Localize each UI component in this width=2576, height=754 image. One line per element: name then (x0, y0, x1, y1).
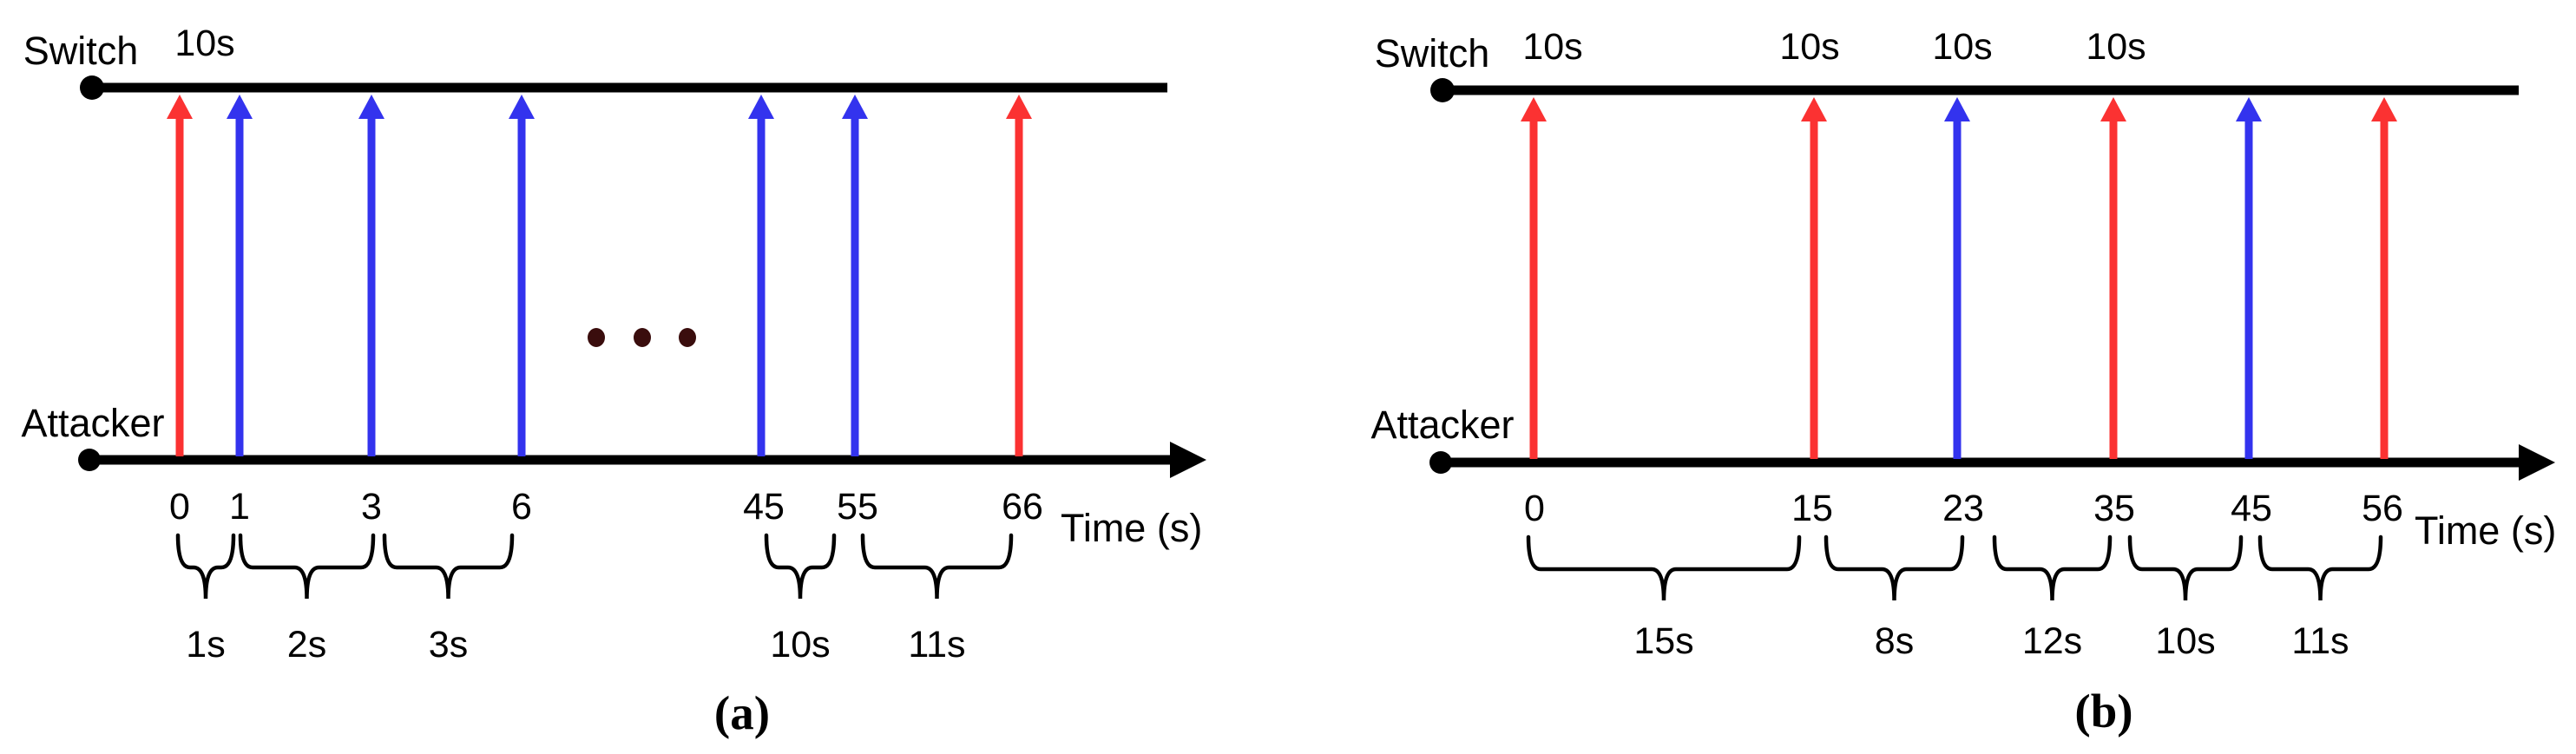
ellipsis-dot (679, 328, 696, 347)
packet-arrow-t0-red (1521, 97, 1547, 459)
interval-brace (238, 533, 376, 600)
packet-arrow-t55-blue (842, 95, 868, 456)
interval-label: 8s (1875, 620, 1914, 662)
switch-window-label: 10s (2086, 26, 2146, 68)
packet-arrow-head (748, 95, 774, 119)
packet-arrow-head (1944, 97, 1970, 121)
packet-arrow-t3-blue (358, 95, 384, 456)
interval-brace (2257, 534, 2383, 601)
attacker-timeline-start-dot (78, 449, 101, 471)
panel-caption: (a) (714, 686, 770, 739)
interval-brace (1526, 534, 1802, 601)
tick-label: 45 (743, 486, 785, 528)
tick-label: 6 (511, 486, 532, 528)
packet-arrow-head (2236, 97, 2262, 121)
attacker-label: Attacker (21, 401, 164, 445)
packet-arrow-t45-blue (748, 95, 774, 456)
packet-arrow-head (509, 95, 535, 119)
tick-label: 56 (2362, 488, 2403, 529)
attacker-timeline-arrowhead (1170, 442, 1206, 478)
tick-label: 3 (361, 486, 382, 528)
interval-brace (1824, 534, 1965, 601)
packet-arrow-head (2371, 97, 2397, 121)
packet-arrow-head (842, 95, 868, 119)
packet-arrow-head (2100, 97, 2126, 121)
packet-arrow-head (167, 95, 193, 119)
interval-brace (1992, 534, 2113, 601)
time-axis-label: Time (s) (2415, 508, 2556, 553)
packet-arrow-t6-blue (509, 95, 535, 456)
packet-arrow-head (1006, 95, 1032, 119)
interval-brace (175, 533, 236, 600)
interval-label: 11s (2291, 620, 2349, 662)
packet-arrow-head (1801, 97, 1827, 121)
packet-arrow-t45-blue (2236, 97, 2262, 459)
switch-window-label: 10s (1779, 26, 1839, 68)
packet-arrow-t15-red (1801, 97, 1827, 459)
interval-brace (382, 533, 515, 600)
switch-window-label: 10s (1522, 26, 1582, 68)
tick-label: 55 (837, 486, 878, 528)
interval-brace (764, 533, 837, 600)
attacker-timeline-start-dot (1429, 451, 1452, 474)
packet-arrow-head (1521, 97, 1547, 121)
packet-arrow-t0-red (167, 95, 193, 456)
switch-window-label: 10s (1932, 26, 1992, 68)
interval-label: 12s (2022, 620, 2082, 662)
interval-label: 15s (1633, 620, 1693, 662)
switch-timeline-start-dot (1430, 78, 1455, 102)
packet-arrow-t56-red (2371, 97, 2397, 459)
interval-label: 3s (429, 624, 468, 665)
interval-label: 10s (2155, 620, 2215, 662)
attacker-label: Attacker (1370, 403, 1514, 447)
packet-arrow-t66-red (1006, 95, 1032, 456)
tick-label: 15 (1791, 488, 1833, 529)
interval-brace (2127, 534, 2244, 601)
tick-label: 0 (1524, 488, 1545, 529)
tick-label: 1 (229, 486, 250, 528)
tick-label: 45 (2231, 488, 2272, 529)
tick-label: 0 (169, 486, 190, 528)
panel-caption: (b) (2074, 685, 2132, 738)
ellipsis-dot (588, 328, 605, 347)
switch-label: Switch (23, 29, 139, 73)
switch-label: Switch (1375, 31, 1490, 75)
switch-timeline-start-dot (80, 75, 104, 100)
interval-label: 1s (186, 624, 225, 665)
interval-brace (860, 533, 1014, 600)
attacker-timeline-arrowhead (2519, 444, 2555, 481)
tick-label: 23 (1942, 488, 1984, 529)
packet-arrow-t23-blue (1944, 97, 1970, 459)
packet-arrow-t35-red (2100, 97, 2126, 459)
packet-arrow-t1-blue (227, 95, 253, 456)
tick-label: 35 (2093, 488, 2135, 529)
interval-label: 11s (908, 624, 965, 665)
interval-label: 10s (770, 624, 830, 665)
ellipsis-dot (634, 328, 651, 347)
time-axis-label: Time (s) (1061, 506, 1202, 550)
packet-arrow-head (227, 95, 253, 119)
tick-label: 66 (1002, 486, 1043, 528)
interval-label: 2s (287, 624, 326, 665)
switch-window-label: 10s (174, 23, 234, 64)
packet-arrow-head (358, 95, 384, 119)
